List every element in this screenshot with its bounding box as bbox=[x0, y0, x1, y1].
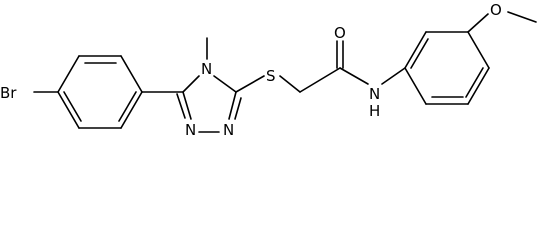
bond-double-inner bbox=[410, 38, 429, 69]
sulfur-atom-label: S bbox=[266, 67, 276, 85]
bond bbox=[57, 91, 80, 129]
bond bbox=[182, 75, 200, 93]
nitrogen-atom-label-ring-3: N bbox=[223, 121, 234, 139]
bond bbox=[467, 67, 490, 105]
bond-double-inner bbox=[465, 67, 484, 98]
bond-double-inner bbox=[63, 91, 82, 122]
bond bbox=[120, 91, 143, 129]
bond bbox=[467, 31, 490, 69]
bond-n-c bbox=[381, 67, 406, 85]
carbonyl-oxygen-label: O bbox=[334, 24, 346, 42]
chemical-structure-diagram: Br N N N S O N H O bbox=[0, 1, 537, 139]
bond bbox=[120, 55, 143, 93]
methoxy-oxygen-label: O bbox=[490, 1, 502, 19]
bond-double-inner bbox=[234, 97, 242, 120]
bond-double-inner bbox=[118, 91, 137, 122]
bond bbox=[213, 75, 237, 93]
bond bbox=[228, 91, 237, 120]
bond bbox=[182, 91, 192, 120]
bromine-atom-label: Br bbox=[0, 84, 17, 102]
bond bbox=[299, 67, 341, 93]
atom-labels: Br N N N S O N H O bbox=[0, 1, 502, 139]
nitrogen-atom-label-ring-2: N bbox=[185, 121, 196, 139]
nitrogen-atom-label-methyl: N bbox=[201, 60, 212, 78]
bond-c-s bbox=[235, 75, 265, 93]
bond-o-methyl bbox=[507, 11, 537, 23]
bond-c-n bbox=[339, 67, 369, 85]
amide-nitrogen-label: N bbox=[369, 85, 380, 103]
bond-s-ch2 bbox=[279, 75, 301, 93]
bond bbox=[57, 55, 80, 93]
amide-hydrogen-label: H bbox=[369, 102, 380, 120]
bond-c-o bbox=[467, 13, 489, 33]
bond-double-inner bbox=[176, 93, 186, 119]
bond-lines bbox=[33, 11, 537, 133]
bond bbox=[404, 67, 427, 105]
bond bbox=[404, 31, 427, 69]
